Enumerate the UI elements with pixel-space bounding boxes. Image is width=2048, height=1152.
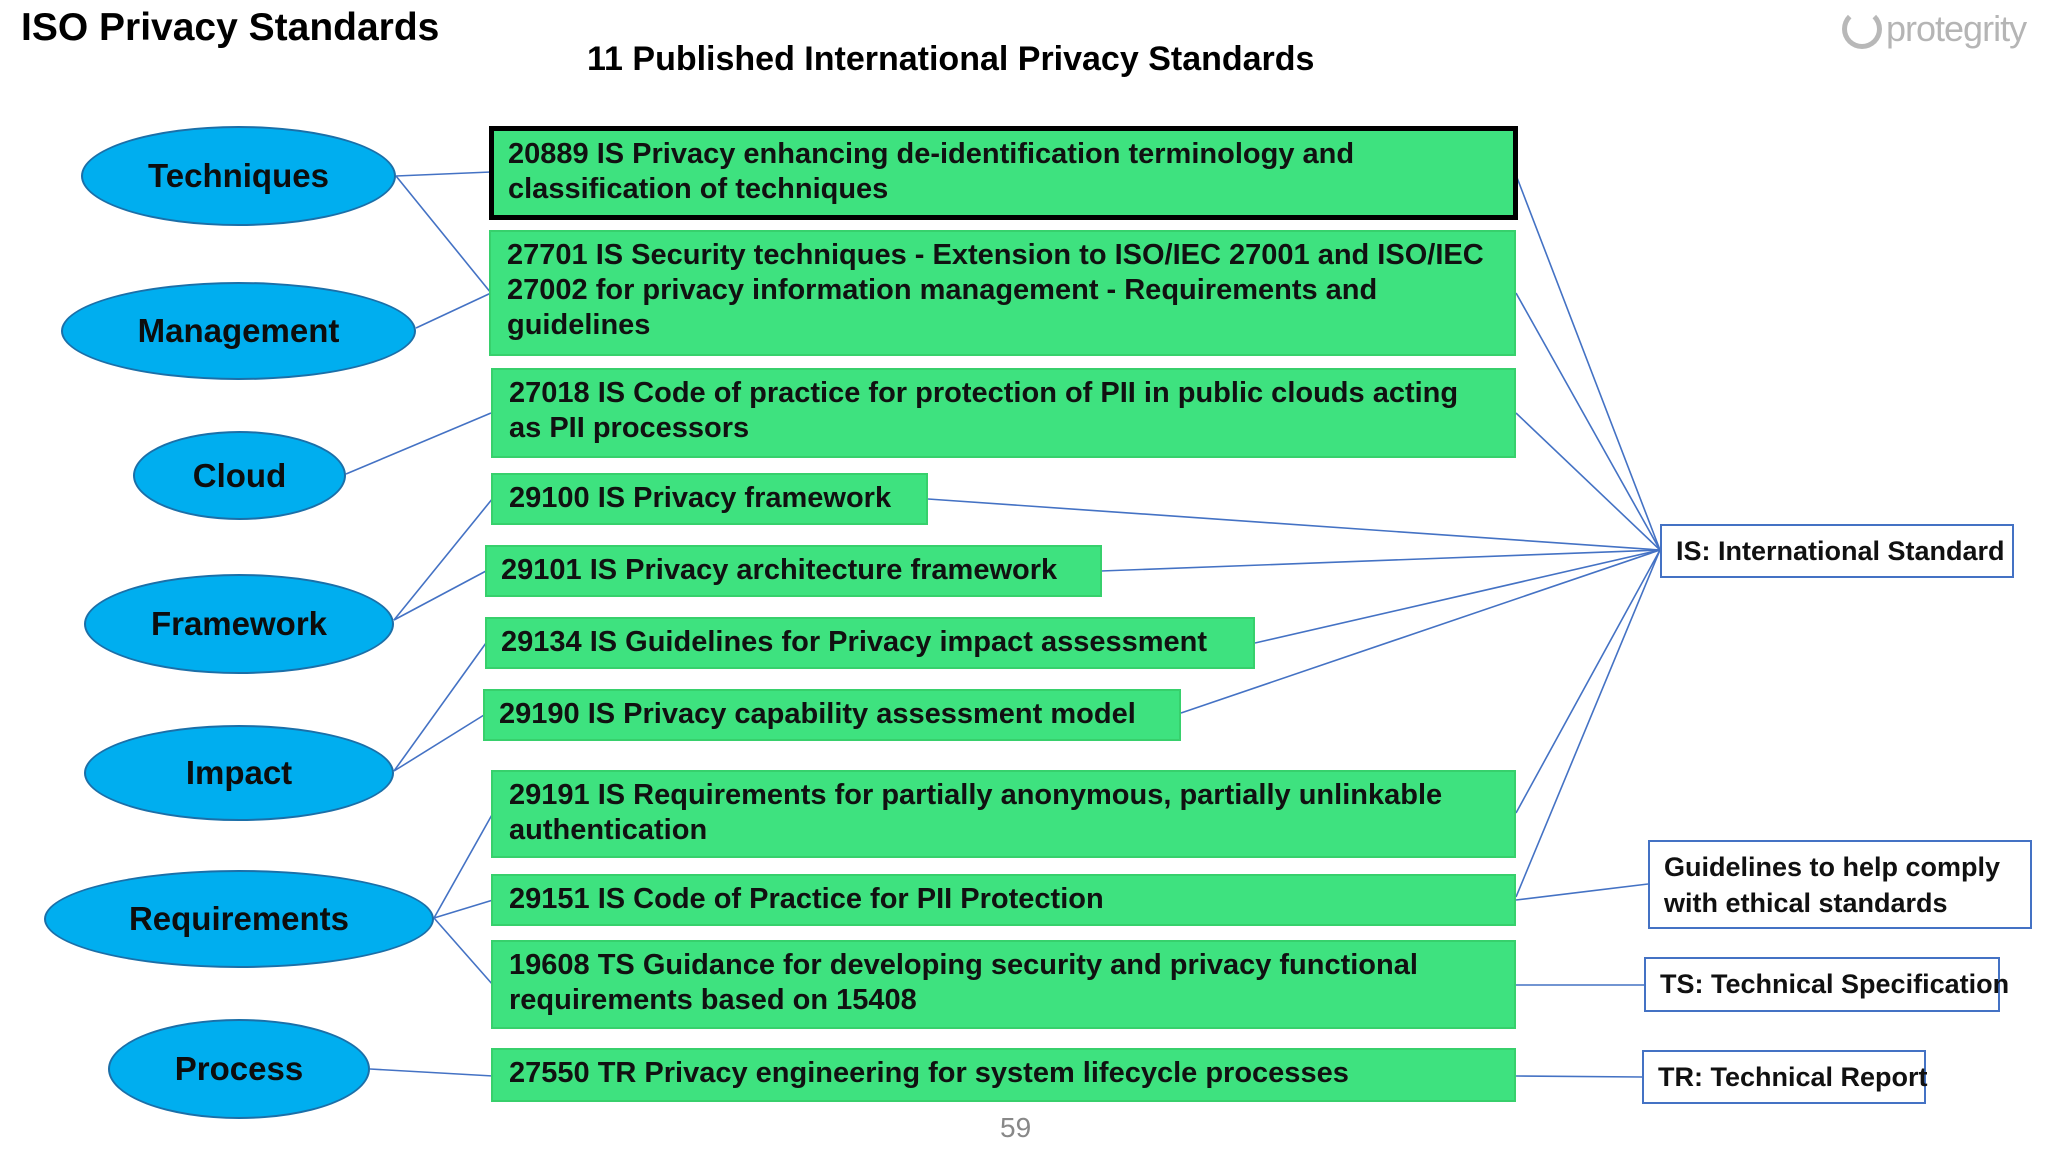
connector-29134-is <box>1254 549 1661 644</box>
connector-process-27550 <box>369 1068 494 1077</box>
slide-title: ISO Privacy Standards <box>21 6 440 49</box>
connector-29190-is <box>1180 549 1661 714</box>
connector-27018-is <box>1515 412 1661 551</box>
connector-29101-is <box>1100 549 1661 572</box>
connector-requirements-29151 <box>433 899 494 919</box>
standard-27550: 27550 TR Privacy engineering for system … <box>491 1048 1516 1102</box>
legend-tr: TR: Technical Report <box>1642 1050 1928 1104</box>
category-label: Requirements <box>128 900 350 937</box>
standard-20889: 20889 IS Privacy enhancing de-identifica… <box>489 126 1518 220</box>
connector-techniques-27701 <box>395 175 492 294</box>
category-label: Process <box>174 1050 304 1087</box>
category-label: Framework <box>150 605 328 642</box>
protegrity-logo-icon <box>1842 9 1882 49</box>
connector-impact-29134 <box>393 642 487 772</box>
category-requirements: Requirements <box>44 870 434 968</box>
standard-29151: 29151 IS Code of Practice for PII Protec… <box>491 874 1516 926</box>
standard-29134: 29134 IS Guidelines for Privacy impact a… <box>485 617 1255 669</box>
connector-27701-is <box>1515 292 1661 551</box>
connector-29191-is <box>1515 549 1661 814</box>
connector-framework-29100 <box>393 497 494 621</box>
connector-29151-is <box>1515 549 1661 898</box>
slide-subtitle: 11 Published International Privacy Stand… <box>587 40 1315 78</box>
standard-19608: 19608 TS Guidance for developing securit… <box>491 940 1516 1029</box>
logo-text: protegrity <box>1886 8 2027 49</box>
category-process: Process <box>108 1019 370 1119</box>
page-number: 59 <box>1000 1112 1032 1143</box>
standard-29101: 29101 IS Privacy architecture framework <box>485 545 1102 597</box>
connector-cloud-27018 <box>345 412 492 475</box>
connector-29100-is <box>927 498 1661 551</box>
connector-requirements-29191 <box>433 812 494 919</box>
category-management: Management <box>61 282 416 380</box>
category-label: Impact <box>185 754 293 791</box>
category-techniques: Techniques <box>81 126 396 226</box>
category-impact: Impact <box>84 725 394 821</box>
standard-29190: 29190 IS Privacy capability assessment m… <box>483 689 1181 741</box>
standard-27018: 27018 IS Code of practice for protection… <box>491 368 1516 458</box>
company-logo: protegrity <box>1842 0 2042 58</box>
connector-management-27701 <box>415 292 492 329</box>
standard-29191: 29191 IS Requirements for partially anon… <box>491 770 1516 858</box>
legend-ts: TS: Technical Specification <box>1644 957 2009 1012</box>
category-label: Techniques <box>148 157 329 194</box>
standard-27701: 27701 IS Security techniques - Extension… <box>489 230 1516 356</box>
standard-29100: 29100 IS Privacy framework <box>491 473 928 525</box>
connector-requirements-19608 <box>433 917 494 986</box>
connector-impact-29190 <box>393 714 485 772</box>
category-framework: Framework <box>84 574 394 674</box>
connector-27550-tr <box>1515 1075 1643 1078</box>
category-label: Cloud <box>192 456 287 494</box>
category-cloud: Cloud <box>133 431 346 520</box>
legend-guidelines: Guidelines to help comply with ethical s… <box>1648 840 2032 929</box>
connector-framework-29101 <box>393 570 487 621</box>
connector-techniques-20889 <box>395 171 492 177</box>
connector-20889-is <box>1515 174 1661 551</box>
connector-29151-guidelines <box>1515 883 1649 901</box>
category-label: Management <box>137 312 340 349</box>
legend-is: IS: International Standard <box>1660 524 2014 578</box>
